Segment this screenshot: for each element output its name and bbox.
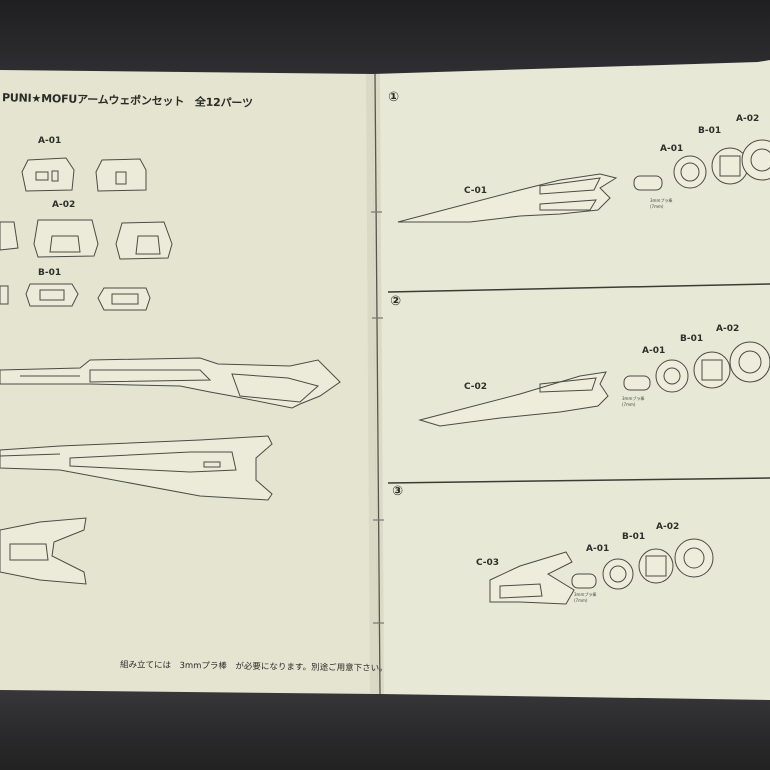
step-divider-1 bbox=[387, 283, 770, 293]
step1-b01-label: B-01 bbox=[698, 126, 722, 136]
step2-c-label: C-02 bbox=[464, 382, 488, 392]
step1-a01-label: A-01 bbox=[660, 144, 684, 154]
step1-rod-note: 3mmプラ棒 (7mm) bbox=[650, 198, 673, 209]
step3-marker: ③ bbox=[392, 484, 404, 499]
part-b01-row bbox=[0, 283, 151, 311]
step2-assembly bbox=[418, 341, 770, 427]
step-divider-2 bbox=[387, 477, 770, 484]
fold-shadow bbox=[366, 74, 384, 694]
step2-a02-label: A-02 bbox=[716, 324, 740, 334]
center-fold-line bbox=[374, 73, 381, 695]
staples bbox=[371, 211, 384, 624]
left-label-a01: A-01 bbox=[38, 136, 62, 146]
weapon-part-large-1 bbox=[0, 357, 341, 409]
step3-assembly bbox=[489, 538, 714, 605]
step3-a01-label: A-01 bbox=[586, 544, 610, 554]
step3-rod-note: 3mmプラ棒 (7mm) bbox=[574, 592, 597, 603]
step2-b01-label: B-01 bbox=[680, 334, 704, 344]
step3-c-label: C-03 bbox=[476, 558, 500, 568]
step2-a01-label: A-01 bbox=[642, 346, 666, 356]
step3-a02-label: A-02 bbox=[656, 522, 680, 532]
step1-marker: ① bbox=[388, 90, 400, 105]
left-label-b01: B-01 bbox=[38, 268, 62, 278]
step2-marker: ② bbox=[390, 294, 402, 309]
weapon-part-small-3 bbox=[0, 517, 87, 585]
step1-c-label: C-01 bbox=[464, 186, 488, 196]
step1-assembly bbox=[397, 139, 770, 223]
weapon-part-large-2 bbox=[0, 435, 273, 501]
part-a01-row bbox=[21, 157, 147, 192]
part-a02-row bbox=[0, 219, 173, 260]
step1-a02-label: A-02 bbox=[736, 114, 760, 124]
step2-rod-note: 3mmプラ棒 (7mm) bbox=[622, 396, 645, 407]
left-label-a02: A-02 bbox=[52, 200, 76, 210]
step3-b01-label: B-01 bbox=[622, 532, 646, 542]
